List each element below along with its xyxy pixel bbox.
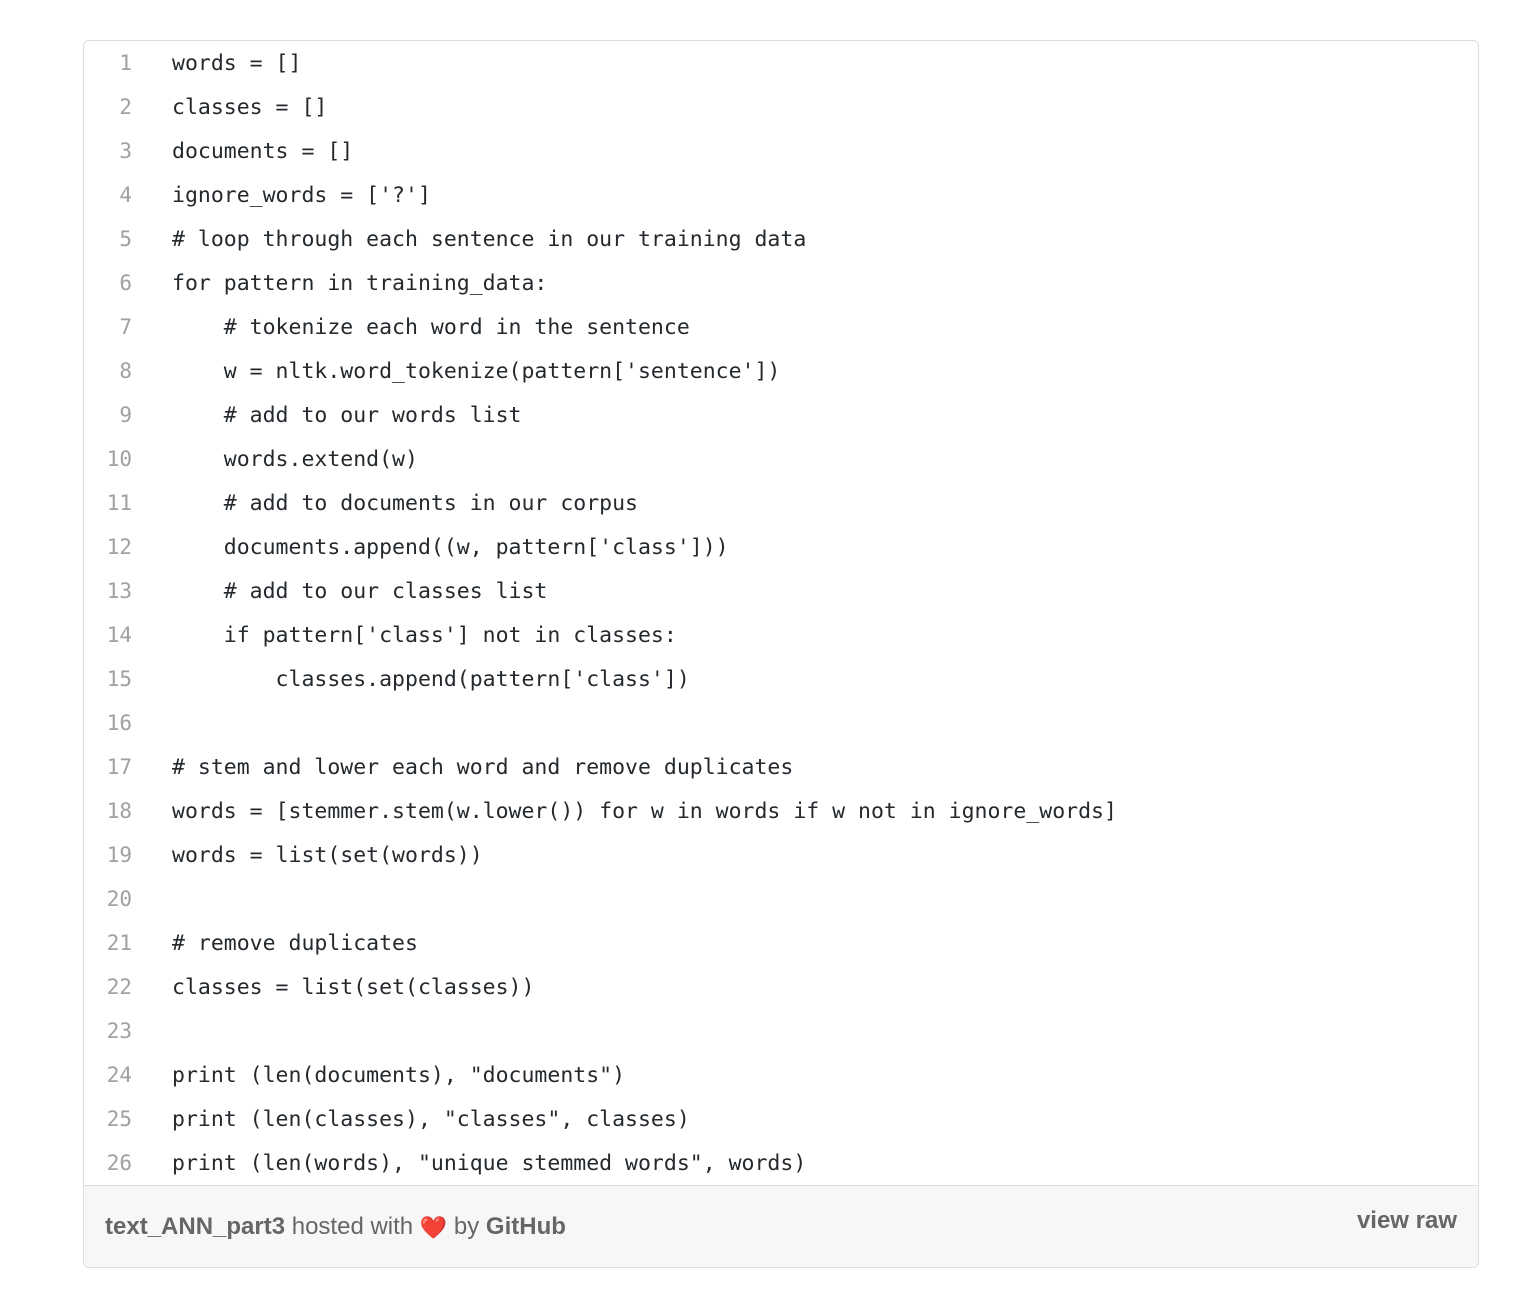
line-number[interactable]: 22 bbox=[106, 975, 132, 999]
code-text: ignore_words = ['?'] bbox=[172, 182, 431, 208]
line-number[interactable]: 20 bbox=[106, 887, 132, 911]
line-number[interactable]: 15 bbox=[106, 667, 132, 691]
line-number[interactable]: 12 bbox=[106, 535, 132, 559]
code-text: # remove duplicates bbox=[172, 930, 418, 956]
line-number[interactable]: 26 bbox=[106, 1151, 132, 1175]
line-number[interactable]: 16 bbox=[106, 711, 132, 735]
code-line: 16 bbox=[84, 701, 1117, 745]
code-line: 9 # add to our words list bbox=[84, 393, 1117, 437]
code-line: 4 ignore_words = ['?'] bbox=[84, 173, 1117, 217]
code-text bbox=[132, 701, 1117, 745]
code-text: for pattern in training_data: bbox=[172, 270, 548, 296]
line-number[interactable]: 17 bbox=[106, 755, 132, 779]
line-number[interactable]: 19 bbox=[106, 843, 132, 867]
line-number[interactable]: 24 bbox=[106, 1063, 132, 1087]
github-link[interactable]: GitHub bbox=[485, 1213, 566, 1240]
code-text: print (len(words), "unique stemmed words… bbox=[172, 1150, 807, 1176]
code-line: 21 # remove duplicates bbox=[84, 921, 1117, 965]
code-view: 1 words = [] 2 classes = [] 3 documents = [] 4… bbox=[84, 41, 1478, 1187]
gist-footer: text_ANN_part3 hosted with ❤️ by GitHub … bbox=[84, 1185, 1478, 1267]
code-line: 15 classes.append(pattern['class']) bbox=[84, 657, 1117, 701]
code-text: w = nltk.word_tokenize(pattern['sentence… bbox=[172, 358, 781, 384]
code-text: # add to our classes list bbox=[172, 578, 548, 604]
code-text: print (len(documents), "documents") bbox=[172, 1062, 626, 1088]
gist-credit: text_ANN_part3 hosted with ❤️ by GitHub bbox=[105, 1213, 566, 1241]
line-number[interactable]: 23 bbox=[106, 1019, 132, 1043]
line-number[interactable]: 3 bbox=[119, 139, 132, 163]
code-text bbox=[132, 1009, 1117, 1053]
code-text: if pattern['class'] not in classes: bbox=[172, 622, 677, 648]
line-number[interactable]: 18 bbox=[106, 799, 132, 823]
code-line: 11 # add to documents in our corpus bbox=[84, 481, 1117, 525]
code-line: 20 bbox=[84, 877, 1117, 921]
code-text: # tokenize each word in the sentence bbox=[172, 314, 690, 340]
line-number[interactable]: 5 bbox=[119, 227, 132, 251]
line-number[interactable]: 2 bbox=[119, 95, 132, 119]
code-line: 14 if pattern['class'] not in classes: bbox=[84, 613, 1117, 657]
code-text: classes.append(pattern['class']) bbox=[172, 666, 690, 692]
code-line: 18 words = [stemmer.stem(w.lower()) for w… bbox=[84, 789, 1117, 833]
line-number[interactable]: 9 bbox=[119, 403, 132, 427]
line-number[interactable]: 6 bbox=[119, 271, 132, 295]
line-number[interactable]: 21 bbox=[106, 931, 132, 955]
code-text bbox=[132, 877, 1117, 921]
code-line: 24 print (len(documents), "documents") bbox=[84, 1053, 1117, 1097]
code-line: 17 # stem and lower each word and remove … bbox=[84, 745, 1117, 789]
view-raw-link[interactable]: view raw bbox=[1356, 1207, 1457, 1234]
code-text: classes = list(set(classes)) bbox=[172, 974, 535, 1000]
hosted-with-text: hosted with bbox=[291, 1213, 414, 1240]
line-number[interactable]: 10 bbox=[106, 447, 132, 471]
code-line: 23 bbox=[84, 1009, 1117, 1053]
code-text: words.extend(w) bbox=[172, 446, 418, 472]
code-line: 10 words.extend(w) bbox=[84, 437, 1117, 481]
line-number[interactable]: 11 bbox=[106, 491, 132, 515]
code-text: print (len(classes), "classes", classes) bbox=[172, 1106, 690, 1132]
code-line: 7 # tokenize each word in the sentence bbox=[84, 305, 1117, 349]
code-line: 26 print (len(words), "unique stemmed wor… bbox=[84, 1141, 1117, 1185]
code-line: 8 w = nltk.word_tokenize(pattern['senten… bbox=[84, 349, 1117, 393]
code-text: words = [] bbox=[172, 50, 302, 76]
line-number[interactable]: 14 bbox=[106, 623, 132, 647]
code-table: 1 words = [] 2 classes = [] 3 documents = [] 4… bbox=[84, 41, 1117, 1185]
code-line: 13 # add to our classes list bbox=[84, 569, 1117, 613]
gist-embed: 1 words = [] 2 classes = [] 3 documents = [] 4… bbox=[83, 40, 1479, 1268]
line-number[interactable]: 7 bbox=[119, 315, 132, 339]
gist-file-link[interactable]: text_ANN_part3 bbox=[105, 1213, 286, 1240]
code-text: words = list(set(words)) bbox=[172, 842, 483, 868]
code-line: 19 words = list(set(words)) bbox=[84, 833, 1117, 877]
code-line: 2 classes = [] bbox=[84, 85, 1117, 129]
line-number[interactable]: 13 bbox=[106, 579, 132, 603]
code-line: 1 words = [] bbox=[84, 41, 1117, 85]
by-text: by bbox=[453, 1213, 480, 1240]
line-number[interactable]: 4 bbox=[119, 183, 132, 207]
heart-icon: ❤️ bbox=[419, 1215, 448, 1240]
code-text: # stem and lower each word and remove du… bbox=[172, 754, 794, 780]
line-number[interactable]: 25 bbox=[106, 1107, 132, 1131]
code-text: documents.append((w, pattern['class'])) bbox=[172, 534, 729, 560]
code-line: 5 # loop through each sentence in our tra… bbox=[84, 217, 1117, 261]
code-text: classes = [] bbox=[172, 94, 328, 120]
code-lines: 1 words = [] 2 classes = [] 3 documents = [] 4… bbox=[84, 41, 1117, 1185]
code-line: 6 for pattern in training_data: bbox=[84, 261, 1117, 305]
line-number[interactable]: 1 bbox=[119, 51, 132, 75]
code-text: documents = [] bbox=[172, 138, 354, 164]
code-text: words = [stemmer.stem(w.lower()) for w i… bbox=[172, 798, 1117, 824]
code-line: 25 print (len(classes), "classes", classe… bbox=[84, 1097, 1117, 1141]
code-line: 22 classes = list(set(classes)) bbox=[84, 965, 1117, 1009]
code-line: 12 documents.append((w, pattern['class']… bbox=[84, 525, 1117, 569]
code-text: # loop through each sentence in our trai… bbox=[172, 226, 807, 252]
code-line: 3 documents = [] bbox=[84, 129, 1117, 173]
code-text: # add to our words list bbox=[172, 402, 522, 428]
code-text: # add to documents in our corpus bbox=[172, 490, 638, 516]
line-number[interactable]: 8 bbox=[119, 359, 132, 383]
